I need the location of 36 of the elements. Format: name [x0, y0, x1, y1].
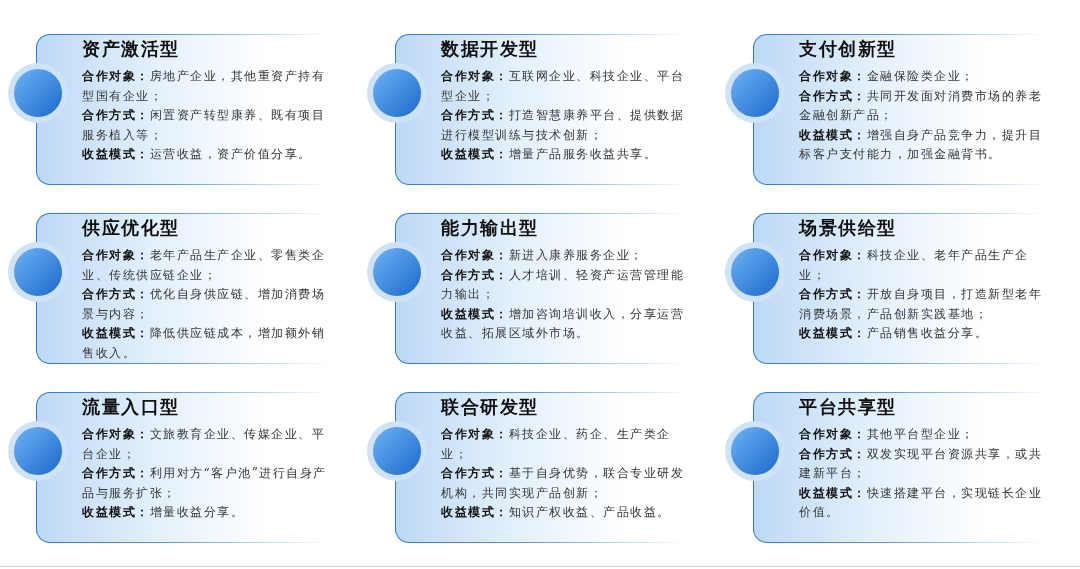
card-title: 能力输出型: [441, 216, 539, 240]
card-title: 数据开发型: [441, 37, 539, 61]
card-title: 资产激活型: [82, 37, 180, 61]
card-text: 合作对象：其他平台型企业；: [799, 426, 976, 443]
card-text: 合作对象：科技企业、老年产品生产企业；: [799, 247, 1030, 284]
card-text: 收益模式：增量收益分享。: [82, 504, 245, 521]
card-text: 收益模式：降低供应链成本，增加额外销售收入。: [82, 325, 326, 362]
card-title: 支付创新型: [799, 37, 897, 61]
card-text: 合作对象：老年产品生产企业、零售类企业、传统供应链企业；: [82, 247, 326, 284]
card-title: 联合研发型: [441, 395, 539, 419]
card-title: 供应优化型: [82, 216, 180, 240]
card-text: 合作对象：文旅教育企业、传媒企业、平台企业；: [82, 426, 326, 463]
card-text: 收益模式：增加咨询培训收入，分享运营收益、拓展区域外市场。: [441, 305, 685, 342]
card-text: 合作对象：房地产企业，其他重资产持有型国有企业；: [82, 68, 326, 105]
card-text: 收益模式：增量产品服务收益共享。: [441, 146, 658, 163]
card-title: 流量入口型: [82, 395, 180, 419]
card-text: 收益模式：运营收益，资产价值分享。: [82, 146, 313, 163]
card-text: 合作方式：共同开发面对消费市场的养老金融创新产品；: [799, 87, 1043, 124]
card-text: 合作方式：优化自身供应链、增加消费场景与内容；: [82, 286, 326, 323]
card-text: 收益模式：增强自身产品竞争力，提升目标客户支付能力，加强金融背书。: [799, 126, 1043, 163]
card-text: 合作对象：科技企业、药企、生产类企业；: [441, 426, 672, 463]
card-text: 合作方式：开放自身项目，打造新型老年消费场景，产品创新实践基地；: [799, 286, 1043, 323]
card-text: 合作方式：人才培训、轻资产运营管理能力输出；: [441, 266, 685, 303]
card-text: 合作对象：新进入康养服务企业；: [441, 247, 645, 264]
card-text: 合作方式：基于自身优势，联合专业研发机构，共同实现产品创新；: [441, 465, 685, 502]
card-text: 合作方式：打造智慧康养平台、提供数据进行模型训练与技术创新；: [441, 107, 685, 144]
card-text: 收益模式：知识产权收益、产品收益。: [441, 504, 672, 521]
card-text: 合作对象：金融保险类企业；: [799, 68, 976, 85]
card-title: 场景供给型: [799, 216, 897, 240]
card-text: 收益模式：快速搭建平台，实现链长企业价值。: [799, 484, 1043, 521]
card-title: 平台共享型: [799, 395, 897, 419]
card-text: 合作方式：利用对方“客户池”进行自身产品与服务扩张；: [82, 465, 328, 502]
card-text: 合作对象：互联网企业、科技企业、平台型企业；: [441, 68, 685, 105]
card-text: 收益模式：产品销售收益分享。: [799, 325, 989, 342]
card-text: 合作方式：双发实现平台资源共享，或共建新平台；: [799, 445, 1043, 482]
card-text: 合作方式：闲置资产转型康养、既有项目服务植入等；: [82, 107, 326, 144]
